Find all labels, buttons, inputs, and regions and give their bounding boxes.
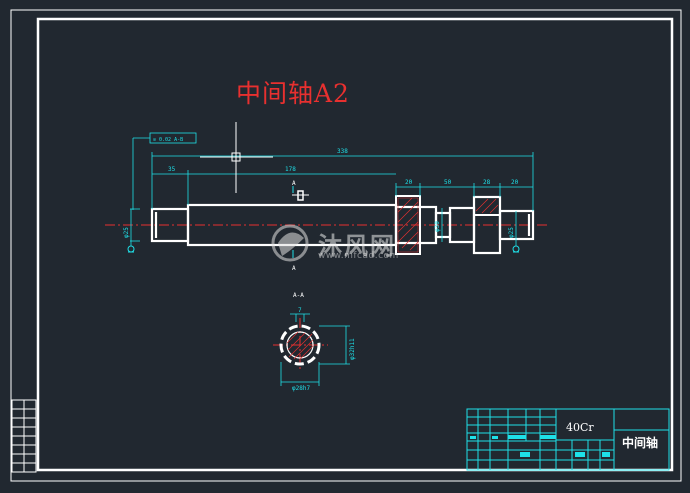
title-block	[466, 408, 670, 471]
revision-strip	[11, 399, 37, 473]
drawing-title: 中间轴A2	[236, 79, 350, 108]
dim-left-step: 35	[168, 166, 176, 173]
watermark-logo	[271, 224, 309, 262]
watermark-url: www.mfcad.com	[318, 251, 399, 261]
dim-left-diameter: φ25	[123, 227, 130, 238]
dim-seg-b: 50	[444, 179, 452, 186]
watermark-brand: 沐风网	[318, 232, 396, 260]
title-block-fill	[470, 435, 610, 457]
dim-overall-length: 338	[337, 148, 348, 155]
part-name-label: 中间轴	[622, 436, 659, 450]
dim-center-diameter: φ30	[434, 221, 441, 232]
dim-spline-inner: φ28h7	[292, 385, 310, 392]
dim-main-segment: 178	[285, 166, 296, 173]
dim-seg-a: 20	[405, 179, 413, 186]
gear-section-left	[395, 195, 421, 255]
spline-cross-section	[279, 324, 321, 366]
tolerance-frame	[149, 132, 197, 144]
outer-frame	[10, 9, 682, 482]
tolerance-frame-text: ⊙ 0.02 A-B	[153, 137, 183, 143]
dim-section-top: 7	[298, 307, 302, 314]
dim-right-diameter: φ25	[508, 227, 515, 238]
cad-crosshair-cursor	[200, 122, 273, 193]
datum-markers	[127, 245, 520, 253]
section-label: A-A	[293, 292, 304, 299]
section-dimensions	[280, 313, 350, 386]
gear-section-right	[473, 196, 501, 216]
section-arrow-top: A	[292, 180, 296, 187]
dim-seg-d: 20	[511, 179, 519, 186]
dim-seg-c: 28	[483, 179, 491, 186]
material-label: 40Cr	[566, 421, 594, 434]
drawing-border	[36, 17, 674, 472]
dimension-texts: 338 35 178 20 50 28 20 A A A-A 7 φ28h7 ⊙…	[123, 137, 519, 392]
dim-spline-outer: φ32h11	[349, 338, 356, 360]
dimension-lines	[130, 137, 534, 246]
section-arrow-bottom: A	[292, 265, 296, 272]
